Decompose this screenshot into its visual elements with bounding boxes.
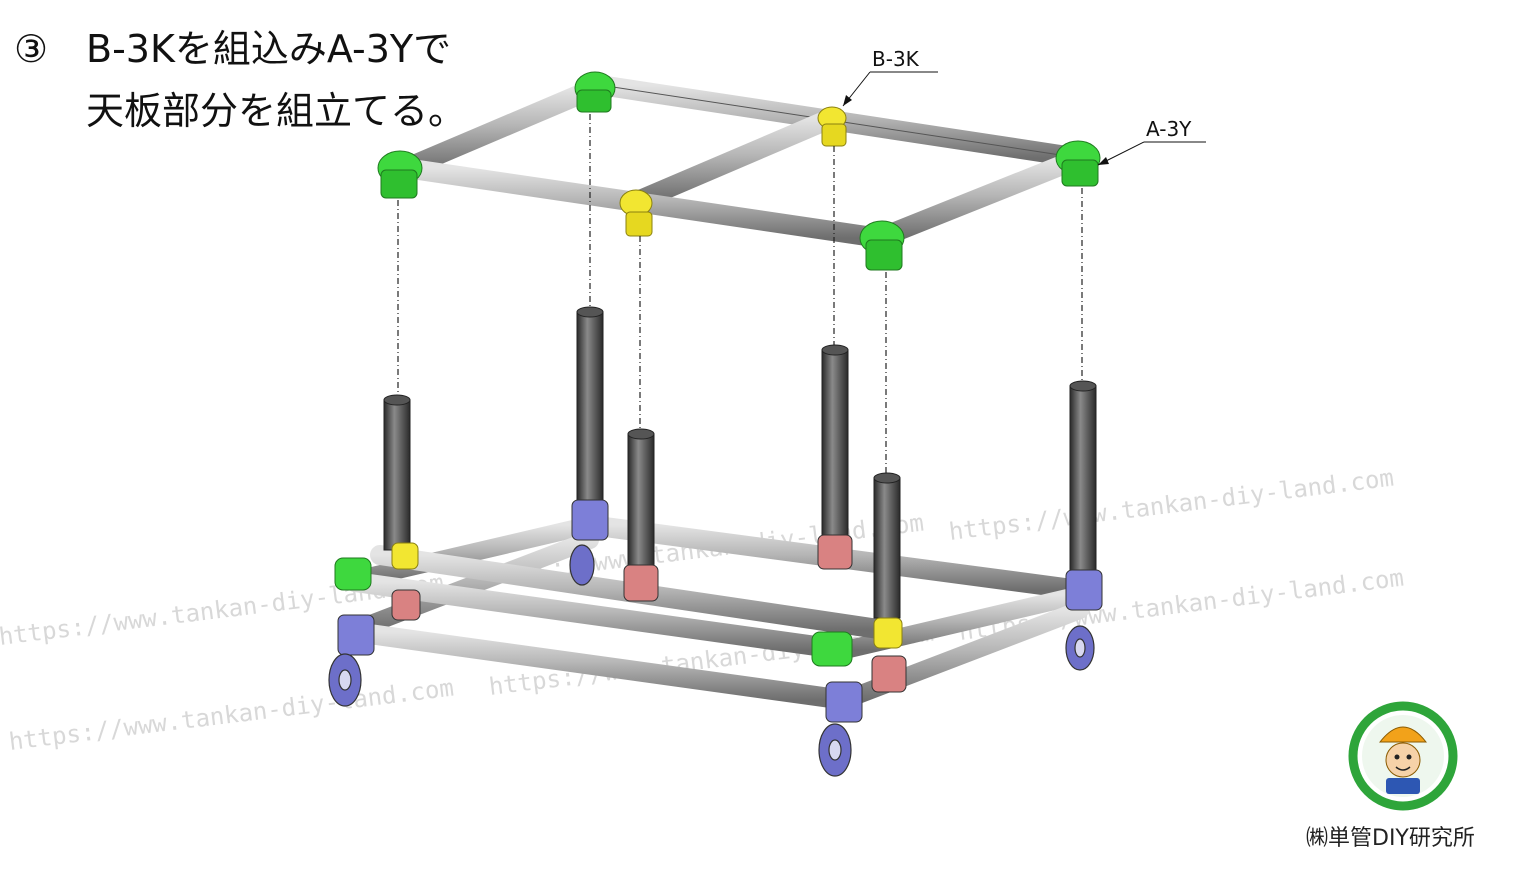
tee-fitting-b3k [817,106,847,147]
guide-lines [397,114,1083,478]
lower-fitting [571,499,609,541]
caster-wheel-icon [328,544,1095,777]
cross-fitting [623,564,659,602]
watermark-text: https://www.tankan-diy-land.com [7,674,455,756]
tee-fitting [391,542,419,570]
post-top [383,394,411,406]
callout-a3y: A-3Y [1097,117,1206,166]
lower-fitting [825,681,863,723]
post-top [627,428,655,440]
pipe [870,150,1085,248]
top-frame [377,71,1101,271]
elbow-fitting-a3y [574,71,616,113]
tee-fitting [873,617,903,649]
elbow-fitting [811,631,853,667]
company-name: ㈱単管DIY研究所 [1306,826,1475,851]
logo-mascot-icon [1348,701,1458,811]
post-pipe [383,399,411,551]
post-pipe [1069,385,1097,577]
pipe [346,516,599,589]
pipe [345,572,855,660]
pipe [345,622,855,710]
callout-a3y-label: A-3Y [1146,117,1192,141]
bottom-frame [334,306,1103,723]
instruction-line-2: 天板部分を組立てる。 [86,89,467,133]
lower-fitting [1065,569,1103,611]
callout-b3k: B-3K [842,47,938,107]
cross-fitting [391,589,421,621]
pipe [392,78,605,180]
post-top [576,306,604,318]
elbow-fitting [334,557,372,591]
post-pipe [576,311,604,523]
cross-fitting [871,655,907,693]
post-pipe [821,349,849,541]
watermark-text: https://www.tankan-diy-land.com [947,464,1395,546]
post-top [821,344,849,356]
post-pipe [873,477,901,619]
pipe [630,108,842,210]
instruction-text: ③ B-3Kを組込みA-3Yで 天板部分を組立てる。 [14,18,466,142]
lower-fitting [337,614,375,656]
cross-fitting [817,534,853,570]
elbow-fitting-a3y [377,150,423,199]
post-pipe [627,433,655,575]
elbow-fitting-a3y [1055,140,1101,187]
callout-b3k-label: B-3K [872,47,920,71]
elbow-fitting-a3y [859,220,905,271]
post-top [873,472,901,484]
post-top [1069,380,1097,392]
step-number: ③ [14,27,49,71]
instruction-line-1: B-3Kを組込みA-3Yで [86,27,452,71]
tee-fitting-b3k [619,189,653,237]
